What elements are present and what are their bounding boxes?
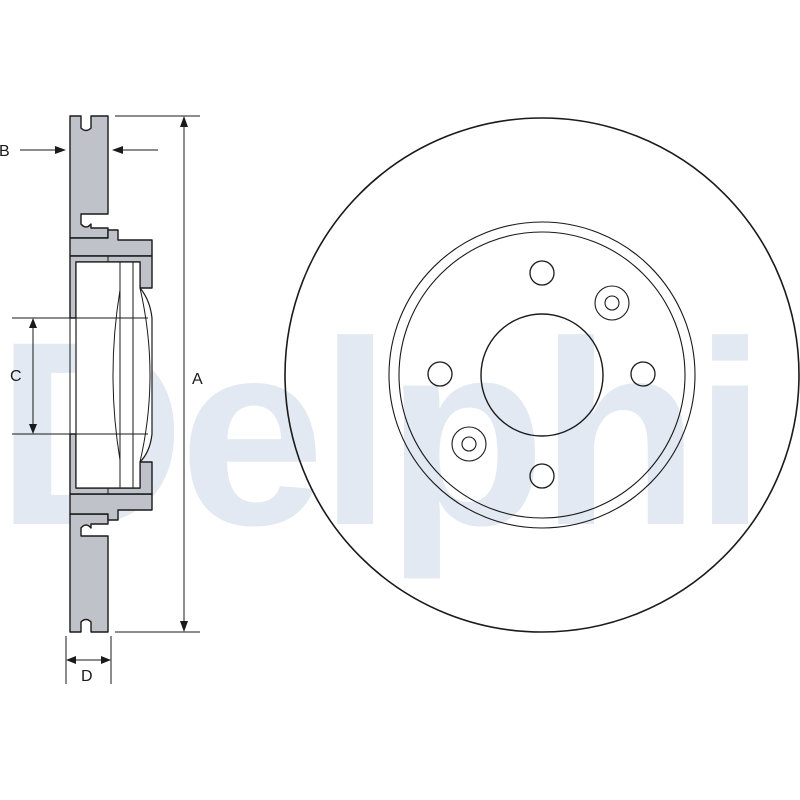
dimension-label-b: B	[0, 143, 10, 160]
dimension-label-d: D	[81, 668, 93, 685]
dimension-label-a: A	[192, 371, 203, 388]
dimension-label-c: C	[10, 368, 22, 385]
upper-friction-ring	[70, 116, 108, 238]
hub-interior	[76, 262, 152, 488]
bolt-hole	[530, 261, 554, 285]
